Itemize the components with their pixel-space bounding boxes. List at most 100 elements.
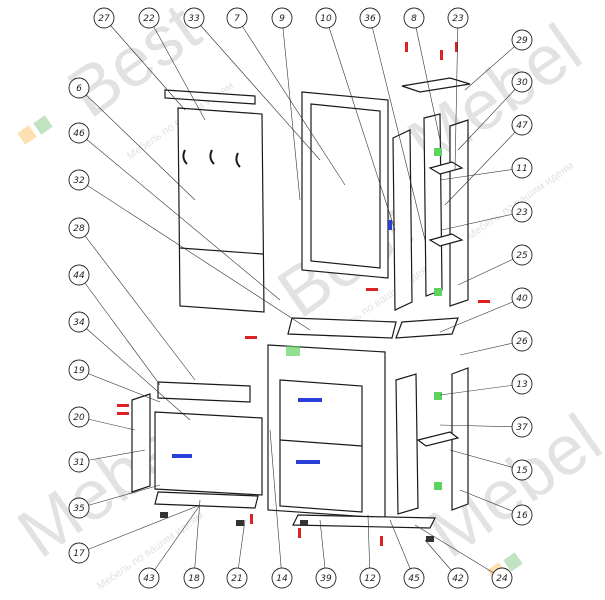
callout-number: 35 — [73, 504, 85, 514]
callout-number: 31 — [73, 458, 84, 468]
callout-number: 6 — [76, 84, 82, 94]
hanger-panel — [177, 107, 265, 313]
callout-circle — [511, 287, 533, 309]
leader-line — [236, 17, 346, 186]
callout-29: 29 — [511, 29, 533, 51]
callout-number: 45 — [408, 574, 420, 584]
fastener-red — [478, 300, 490, 303]
callout-7: 7 — [226, 7, 248, 29]
callout-number: 10 — [320, 14, 332, 24]
fastener-red — [455, 42, 458, 52]
callout-35: 35 — [68, 497, 90, 519]
callout-45: 45 — [403, 567, 425, 589]
callout-13: 13 — [511, 373, 533, 395]
fitting-green — [286, 346, 300, 356]
logo-block-green — [33, 115, 53, 135]
callout-number: 19 — [73, 366, 85, 376]
callout-circle — [183, 7, 205, 29]
leader-line — [281, 17, 301, 201]
shelf-side-panel — [449, 119, 469, 307]
callout-circle — [226, 567, 248, 589]
leader-line — [454, 17, 459, 171]
callout-23: 23 — [447, 7, 469, 29]
mirror-glass — [310, 103, 381, 269]
handle-blue — [296, 460, 320, 464]
logo-block-orange — [17, 125, 37, 145]
callout-number: 22 — [143, 14, 155, 24]
coat-hook — [235, 152, 241, 168]
callout-circle — [447, 567, 469, 589]
callout-number: 16 — [516, 511, 528, 521]
leader-line — [439, 297, 523, 333]
callout-23: 23 — [511, 201, 533, 223]
leader-line — [457, 81, 523, 151]
callout-28: 28 — [68, 217, 90, 239]
callout-circle — [68, 406, 90, 428]
callout-9: 9 — [271, 7, 293, 29]
shelf-side-panel — [423, 113, 443, 297]
leader-line — [103, 17, 186, 111]
callout-14: 14 — [271, 567, 293, 589]
callout-circle — [447, 7, 469, 29]
callout-42: 42 — [447, 567, 469, 589]
fastener-red — [366, 288, 378, 291]
callout-circle — [315, 567, 337, 589]
callout-circle — [491, 567, 513, 589]
leader-line — [193, 499, 201, 579]
callout-27: 27 — [93, 7, 115, 29]
callout-22: 22 — [138, 7, 160, 29]
callout-10: 10 — [315, 7, 337, 29]
callout-number: 27 — [98, 14, 110, 24]
leader-line — [367, 514, 371, 579]
callout-12: 12 — [359, 567, 381, 589]
callout-15: 15 — [511, 459, 533, 481]
left-cabinet-base — [154, 491, 259, 509]
callout-circle — [68, 264, 90, 286]
callout-18: 18 — [183, 567, 205, 589]
callout-circle — [359, 7, 381, 29]
callout-circle — [511, 459, 533, 481]
callout-circle — [68, 451, 90, 473]
callout-circle — [511, 373, 533, 395]
callout-number: 23 — [452, 14, 464, 24]
leader-line — [413, 17, 441, 141]
callout-21: 21 — [226, 567, 248, 589]
callout-number: 15 — [516, 466, 528, 476]
callout-number: 20 — [73, 413, 85, 423]
leader-line — [464, 39, 523, 91]
leader-line — [78, 179, 311, 331]
cabinet-base-plinth — [292, 514, 436, 529]
callout-number: 18 — [188, 574, 200, 584]
fastener-red — [440, 50, 443, 60]
callout-number: 25 — [516, 251, 528, 261]
leader-line — [441, 211, 523, 231]
callout-20: 20 — [68, 406, 90, 428]
leader-line — [148, 17, 206, 121]
callout-30: 30 — [511, 71, 533, 93]
leader-line — [444, 124, 523, 206]
fitting-green — [434, 392, 442, 400]
shelf-board — [428, 161, 464, 175]
callout-40: 40 — [511, 287, 533, 309]
callout-number: 17 — [73, 549, 85, 559]
leader-line — [78, 227, 196, 381]
leader-line — [148, 504, 201, 579]
leader-line — [439, 167, 523, 181]
callout-number: 44 — [73, 271, 85, 281]
fastener-red — [298, 528, 301, 538]
callout-circle — [138, 567, 160, 589]
hanger-panel-seam — [179, 247, 264, 255]
callout-circle — [68, 169, 90, 191]
shelf-board — [428, 233, 464, 247]
callout-33: 33 — [183, 7, 205, 29]
leader-line — [78, 274, 161, 386]
callout-44: 44 — [68, 264, 90, 286]
leader-lines — [78, 17, 523, 579]
callout-number: 12 — [364, 574, 376, 584]
callout-circle — [403, 567, 425, 589]
callout-number: 46 — [73, 129, 85, 139]
callout-number: 43 — [143, 574, 155, 584]
leader-line — [78, 449, 146, 463]
